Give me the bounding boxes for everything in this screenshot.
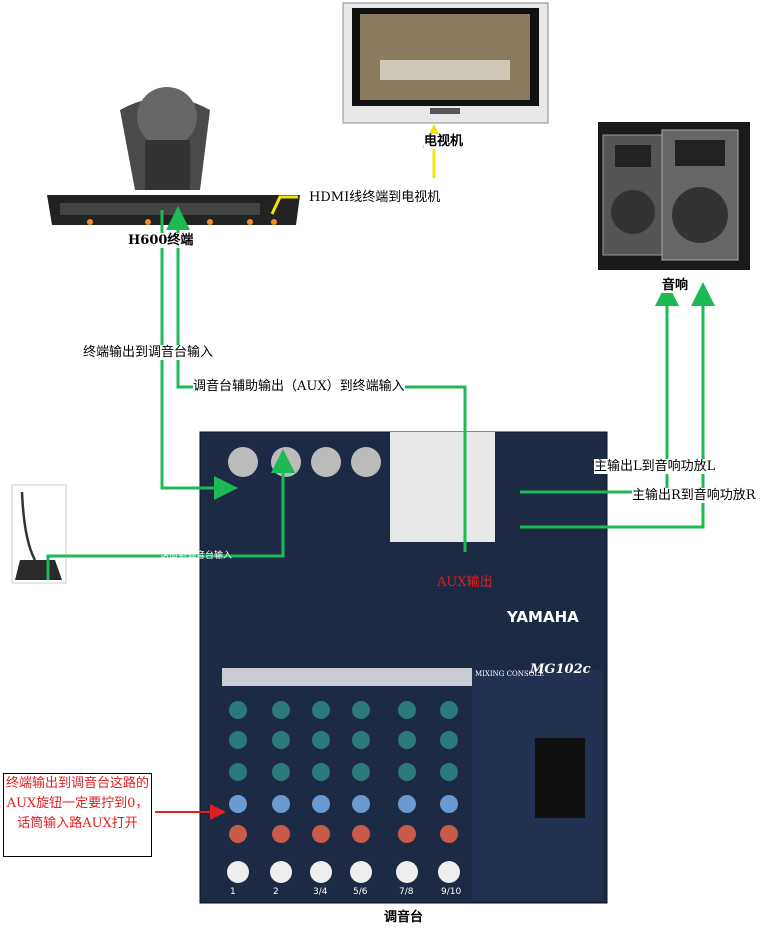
xlr-input[interactable] — [311, 447, 341, 477]
terminal-label: H600终端 — [128, 233, 194, 248]
knob[interactable] — [398, 795, 416, 813]
channel-label: 2 — [273, 887, 279, 897]
level-knob[interactable] — [350, 861, 372, 883]
tv-image — [342, 2, 549, 124]
aux-to-terminal-label: 调音台辅助输出（AUX）到终端输入 — [193, 379, 405, 394]
knob[interactable] — [312, 825, 330, 843]
knob[interactable] — [440, 763, 458, 781]
mixer-type: MIXING CONSOLE — [475, 670, 545, 678]
knob[interactable] — [440, 731, 458, 749]
note-box: 终端输出到调音台这路的AUX旋钮一定要拧到0，话筒输入路AUX打开 — [3, 773, 152, 857]
mixer-image — [199, 431, 608, 904]
knob[interactable] — [272, 731, 290, 749]
channel-label: 3/4 — [313, 887, 328, 897]
level-knob[interactable] — [396, 861, 418, 883]
speakers-image — [598, 122, 750, 270]
knob[interactable] — [440, 825, 458, 843]
terminal-camera-image — [47, 87, 300, 225]
terminal-out-label: 终端输出到调音台输入 — [83, 345, 214, 360]
knob[interactable] — [272, 825, 290, 843]
knob[interactable] — [312, 763, 330, 781]
knob[interactable] — [352, 731, 370, 749]
terminal-out-line — [160, 210, 238, 500]
channel-label: 5/6 — [353, 887, 368, 897]
knob[interactable] — [398, 825, 416, 843]
mixer-model: MG102c — [530, 662, 591, 677]
knob[interactable] — [440, 701, 458, 719]
knob[interactable] — [352, 763, 370, 781]
mic-in-label: 话筒到调音台输入 — [160, 551, 233, 561]
main-r-label: 主输出R到音响功放R — [632, 488, 756, 503]
main-r-line — [520, 282, 715, 529]
level-knob[interactable] — [270, 861, 292, 883]
hdmi-line — [270, 195, 298, 215]
knob[interactable] — [312, 795, 330, 813]
hdmi-label: HDMI线终端到电视机 — [309, 190, 441, 205]
channel-label: 1 — [230, 887, 236, 897]
channel-label: 9/10 — [441, 887, 462, 897]
xlr-input[interactable] — [271, 447, 301, 477]
knob[interactable] — [440, 795, 458, 813]
tv-label: 电视机 — [424, 134, 464, 149]
mic-in-line — [46, 449, 295, 580]
knob[interactable] — [398, 701, 416, 719]
knob[interactable] — [272, 763, 290, 781]
xlr-input[interactable] — [351, 447, 381, 477]
knob[interactable] — [229, 701, 247, 719]
knob[interactable] — [229, 763, 247, 781]
main-l-label: 主输出L到音响功放L — [594, 459, 716, 474]
channel-label: 7/8 — [399, 887, 414, 897]
speakers-label: 音响 — [662, 278, 689, 293]
knob[interactable] — [352, 701, 370, 719]
knob[interactable] — [272, 701, 290, 719]
knob[interactable] — [398, 763, 416, 781]
knob[interactable] — [352, 825, 370, 843]
mixer-brand: YAMAHA — [507, 608, 579, 626]
aux-out-label: AUX输出 — [437, 575, 493, 590]
level-knob[interactable] — [227, 861, 249, 883]
note-text: 终端输出到调音台这路的AUX旋钮一定要拧到0，话筒输入路AUX打开 — [5, 776, 149, 831]
knob[interactable] — [352, 795, 370, 813]
mixer-label: 调音台 — [384, 910, 424, 925]
knob[interactable] — [229, 731, 247, 749]
level-knob[interactable] — [438, 861, 460, 883]
knob[interactable] — [398, 731, 416, 749]
knob[interactable] — [312, 731, 330, 749]
knob[interactable] — [312, 701, 330, 719]
knob[interactable] — [272, 795, 290, 813]
knob[interactable] — [229, 825, 247, 843]
level-knob[interactable] — [310, 861, 332, 883]
knob[interactable] — [229, 795, 247, 813]
xlr-input[interactable] — [228, 447, 258, 477]
microphone-image — [11, 484, 67, 584]
